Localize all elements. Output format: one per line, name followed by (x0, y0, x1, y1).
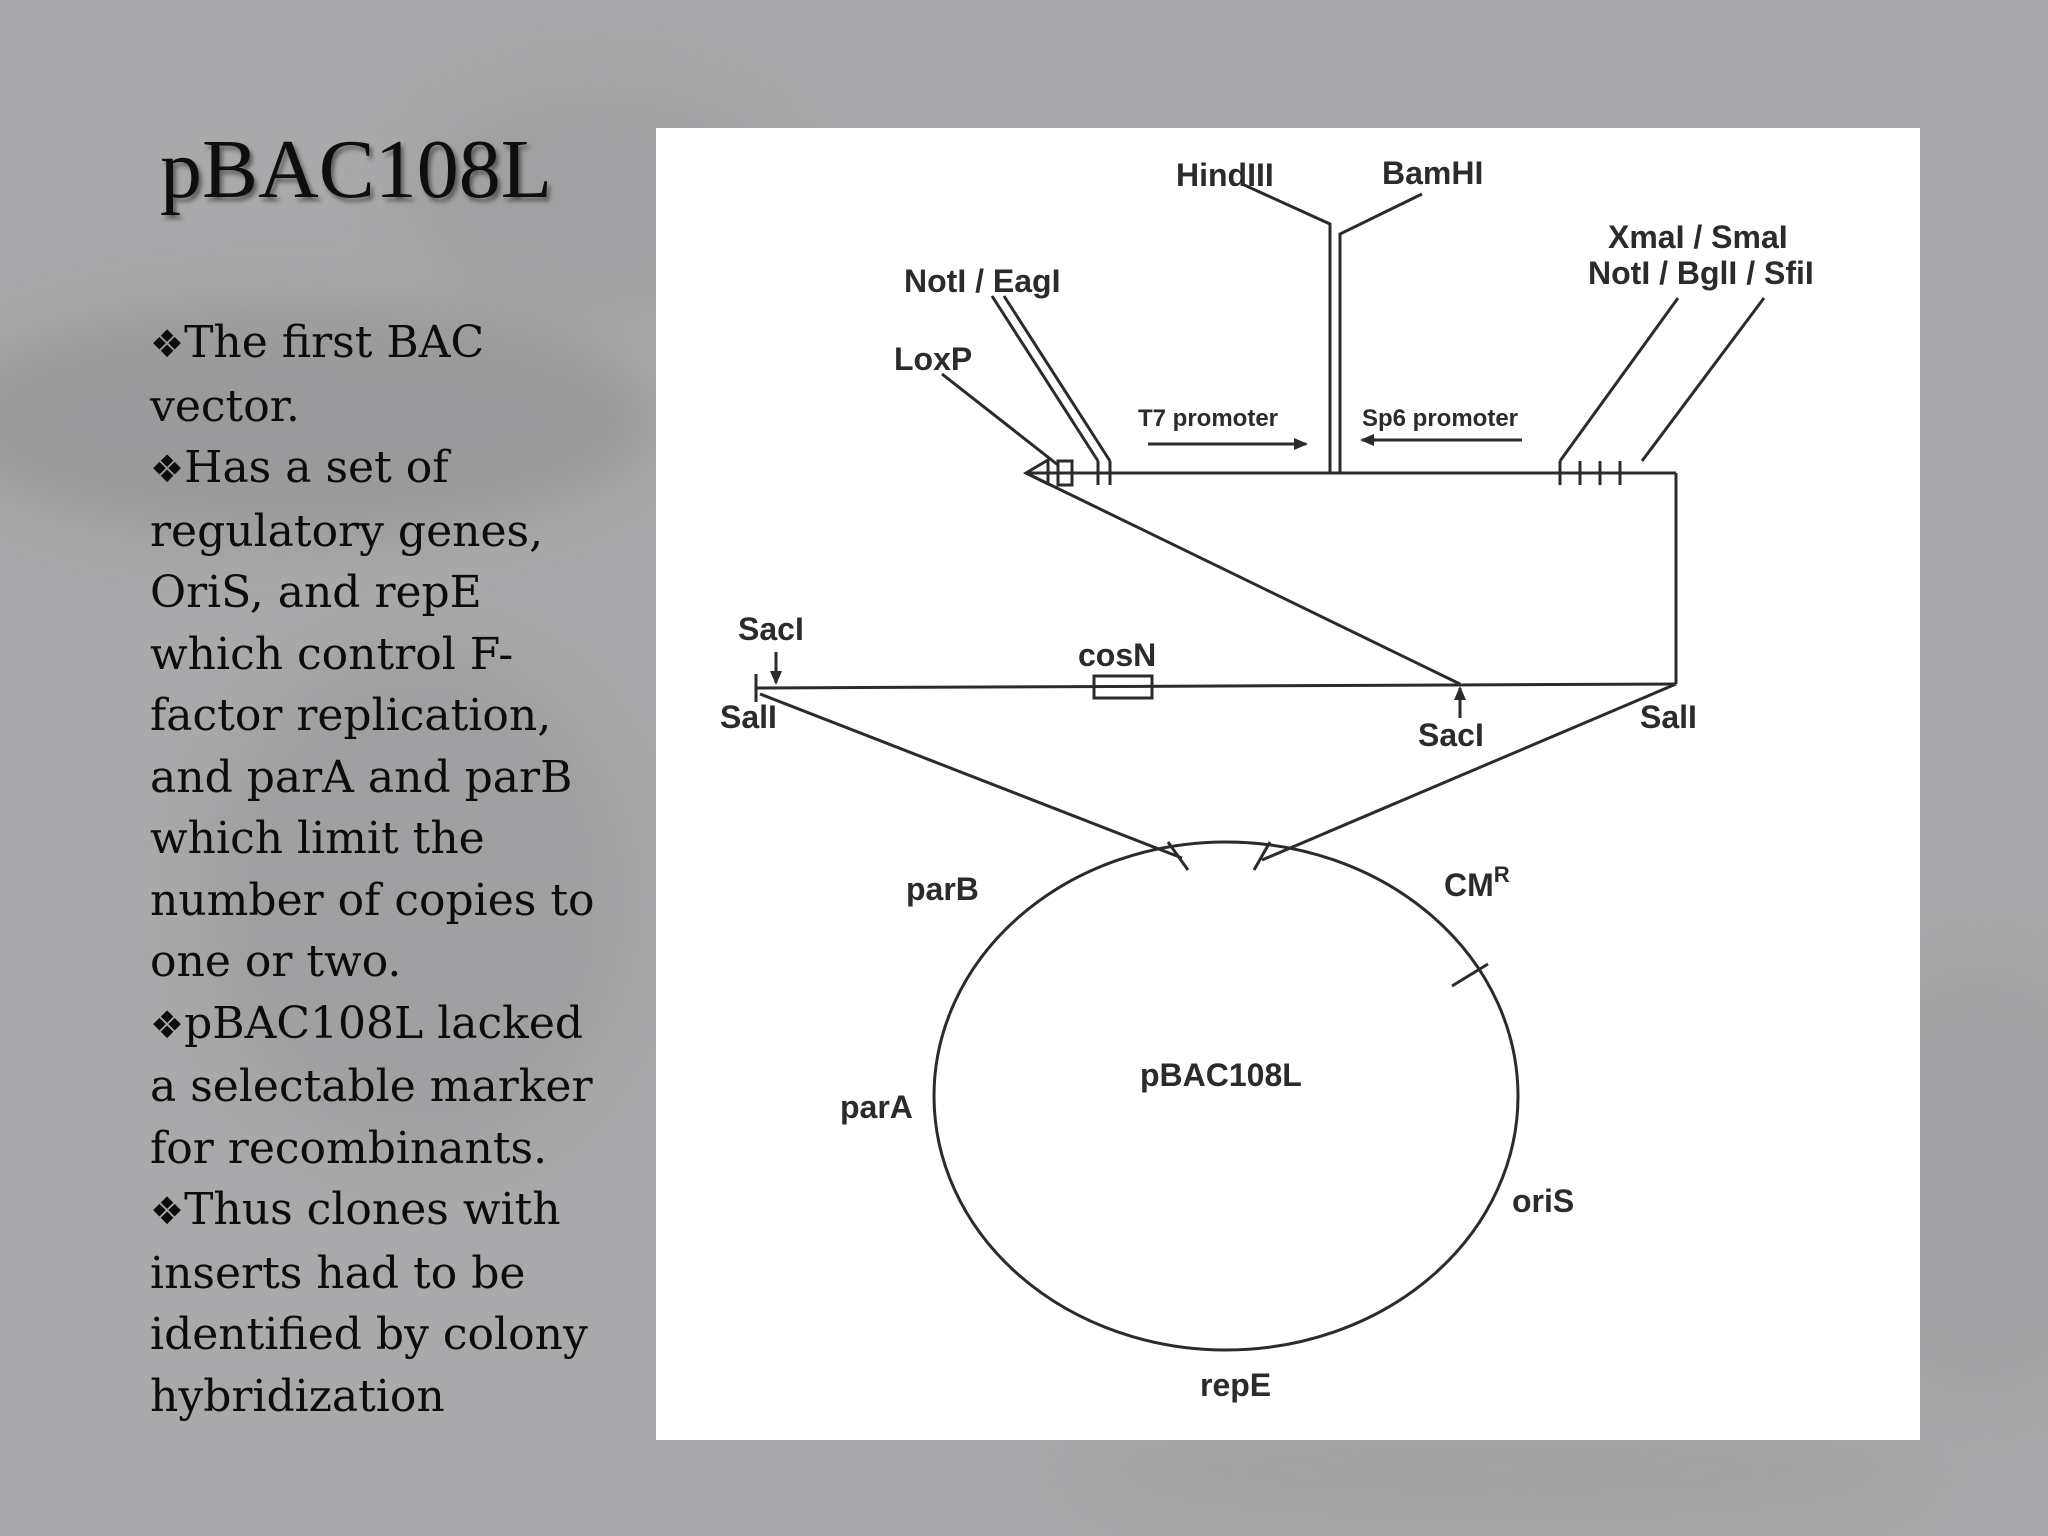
four-diamond-bullet-icon: ❖ (150, 1189, 185, 1233)
plasmid-name-label: pBAC108L (1140, 1057, 1302, 1093)
noti-eagi-label: NotI / EagI (904, 263, 1060, 299)
repe-gene-label: repE (1200, 1367, 1271, 1403)
saci-left-label: SacI (738, 611, 804, 647)
xmai-smai-label: XmaI / SmaI (1608, 219, 1788, 255)
bullet-item: ❖pBAC108L lacked a selectable marker for… (150, 993, 620, 1180)
four-diamond-bullet-icon: ❖ (150, 447, 185, 491)
bullet-text: pBAC108L lacked a selectable marker for … (150, 997, 593, 1174)
insert-line (755, 682, 1677, 690)
plasmid-circle (932, 840, 1520, 1352)
loxp-box (1056, 459, 1074, 487)
hindiii-label: HindIII (1176, 157, 1274, 193)
sali-left-label: SalI (720, 699, 777, 735)
bamhi-label: BamHI (1382, 155, 1483, 191)
cosn-label: cosN (1078, 637, 1156, 673)
plasmid-map-diagram: HindIII BamHI XmaI / SmaI NotI / BglI / … (720, 155, 1814, 1403)
bullet-text: Thus clones with inserts had to be ident… (150, 1184, 588, 1422)
bullet-item: ❖Has a set of regulatory genes, OriS, an… (150, 437, 620, 993)
plasmid-diagram-panel: HindIII BamHI XmaI / SmaI NotI / BglI / … (656, 128, 1920, 1440)
sp6-promoter-label: Sp6 promoter (1362, 405, 1518, 432)
insertion-line-left (759, 692, 1183, 860)
four-diamond-bullet-icon: ❖ (150, 322, 185, 366)
noti-bgli-sfii-leader (1640, 297, 1766, 462)
bullet-item: ❖Thus clones with inserts had to be iden… (150, 1179, 620, 1427)
oris-gene-label: oriS (1512, 1183, 1574, 1219)
loxp-leader (941, 372, 1059, 467)
bamhi-leader (1338, 192, 1423, 473)
xmai-smai-leader (1558, 297, 1680, 462)
cosn-box (1092, 674, 1154, 700)
cmr-superscript: R (1494, 862, 1510, 887)
expansion-line-left (1025, 471, 1461, 686)
cmr-gene-boundary-tick (1451, 962, 1489, 988)
saci-right-label: SacI (1418, 717, 1484, 753)
bullet-text: The first BAC vector. (150, 317, 485, 432)
noti-eagi-leader (1002, 295, 1112, 462)
loxp-label: LoxP (894, 341, 972, 377)
cmr-gene-label: CMR (1444, 862, 1510, 903)
para-gene-label: parA (840, 1089, 913, 1125)
t7-promoter-label: T7 promoter (1138, 405, 1278, 432)
four-diamond-bullet-icon: ❖ (150, 1002, 185, 1047)
bullet-item: ❖The first BAC vector. (150, 312, 620, 437)
cmr-text: CM (1444, 867, 1494, 903)
insertion-mark-right (1252, 841, 1272, 871)
sali-right-label: SalI (1640, 699, 1697, 735)
hindiii-leader (1241, 182, 1332, 473)
insertion-line-right (1261, 682, 1677, 862)
parb-gene-label: parB (906, 871, 979, 907)
bullet-list: ❖The first BAC vector. ❖Has a set of reg… (150, 312, 620, 1427)
slide-title: pBAC108L (160, 123, 553, 216)
bullet-text: Has a set of regulatory genes, OriS, and… (150, 442, 595, 987)
noti-eagi-leader (990, 295, 1100, 462)
noti-bgli-sfii-label: NotI / BglI / SfiI (1588, 255, 1814, 291)
